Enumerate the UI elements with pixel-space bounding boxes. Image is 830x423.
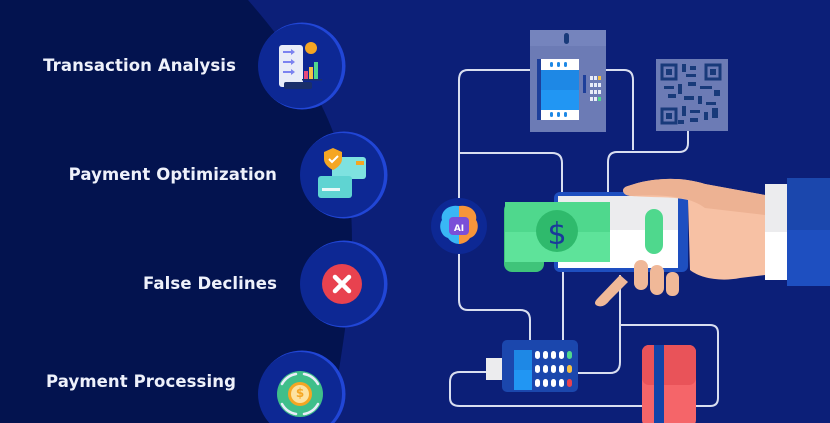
ai-brain-icon xyxy=(431,198,487,254)
feature-label-payment-processing: Payment Processing xyxy=(46,372,236,391)
decline-x-icon xyxy=(300,242,384,326)
report-chart-icon xyxy=(258,24,342,108)
hand-illustration xyxy=(595,178,830,307)
cycle-coin-icon: $ xyxy=(258,352,342,423)
card-terminal-icon xyxy=(486,340,578,392)
secure-cards-icon xyxy=(300,133,384,217)
feature-label-payment-optimization: Payment Optimization xyxy=(68,165,277,184)
atm-icon xyxy=(530,30,606,132)
credit-card-icon xyxy=(642,345,696,423)
cash-bill xyxy=(504,202,610,272)
feature-label-transaction-analysis: Transaction Analysis xyxy=(43,56,236,75)
svg-text:AI: AI xyxy=(454,224,464,234)
qr-code-icon xyxy=(656,59,728,131)
svg-text:$: $ xyxy=(547,217,566,252)
coin-symbol: $ xyxy=(295,386,305,400)
feature-label-false-declines: False Declines xyxy=(143,274,277,293)
